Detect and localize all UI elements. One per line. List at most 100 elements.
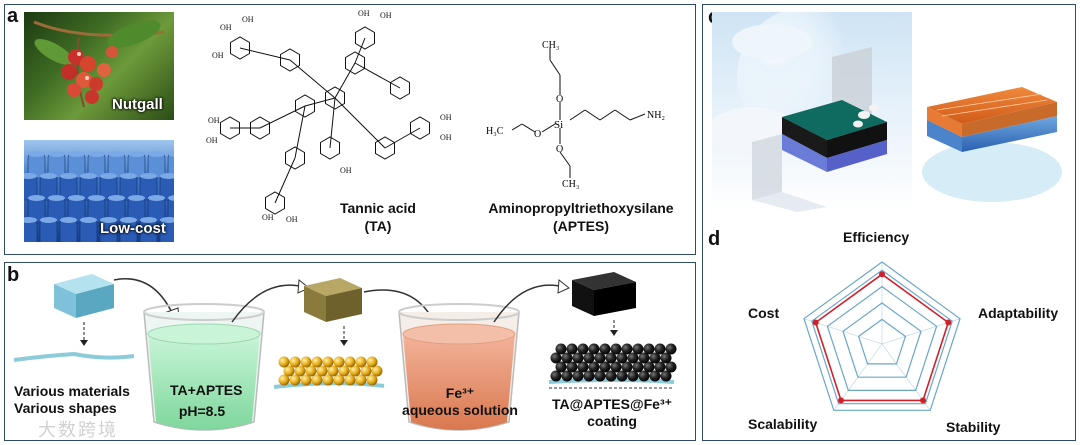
ta-ring xyxy=(295,94,315,118)
panel-d-label: d xyxy=(708,228,721,250)
gold-particle xyxy=(278,356,290,368)
black-particle xyxy=(577,361,589,373)
ta-ring xyxy=(280,48,300,72)
panel-a-label: a xyxy=(7,5,19,27)
black-particle xyxy=(643,361,655,373)
gold-particle xyxy=(327,365,339,377)
aptes-o-bottom: O xyxy=(556,144,563,155)
ta-oh-label: OH xyxy=(212,51,224,60)
barrel xyxy=(39,219,58,242)
radar-label-adaptability: Adaptability xyxy=(978,305,1059,321)
nutgall-photo xyxy=(24,12,174,120)
barrel-top xyxy=(40,173,57,179)
black-particle xyxy=(616,370,628,382)
barrels-photo xyxy=(24,140,174,242)
process-illustration xyxy=(13,272,677,431)
radar-label-stability: Stability xyxy=(946,419,1001,435)
barrel xyxy=(59,219,78,242)
ta-ring xyxy=(345,51,365,75)
beaker-orange xyxy=(398,303,520,431)
watermark: 大数跨境 xyxy=(38,420,118,441)
black-particle xyxy=(605,370,617,382)
ta-bond xyxy=(304,97,336,107)
ta-oh-label: OH xyxy=(220,23,232,32)
gold-particle xyxy=(311,356,323,368)
black-particles xyxy=(550,343,677,382)
radar-series-line xyxy=(814,273,950,402)
radar-grid-ring xyxy=(842,302,922,378)
ta-oh-label: OH xyxy=(286,215,298,224)
black-particle xyxy=(550,352,562,364)
final-line1: TA@APTES@Fe³⁺ xyxy=(552,396,672,412)
radar-chart xyxy=(803,261,961,411)
beaker1-text: TA+APTES pH=8.5 xyxy=(170,382,242,420)
barrel-top xyxy=(168,151,174,157)
black-particle xyxy=(627,370,639,382)
barrel-top xyxy=(120,217,137,223)
gold-particle xyxy=(322,356,334,368)
barrel-top xyxy=(24,173,37,179)
ta-bond xyxy=(289,59,336,99)
radar-label-cost: Cost xyxy=(748,305,780,321)
gold-particle xyxy=(360,365,372,377)
barrel-top xyxy=(24,217,37,223)
barrel-top xyxy=(160,173,174,179)
radar-grid-ring xyxy=(826,285,938,391)
gold-particle xyxy=(294,365,306,377)
barrel-top xyxy=(108,195,125,201)
barrel-top xyxy=(88,195,105,201)
aptes-ch3-top: CH₃ xyxy=(542,40,559,51)
ta-bond xyxy=(334,97,386,149)
black-particle xyxy=(660,370,672,382)
black-particle xyxy=(610,361,622,373)
barrel-top xyxy=(88,151,105,157)
black-particle xyxy=(555,343,567,355)
black-particle xyxy=(566,343,578,355)
tannic-acid-abbr: (TA) xyxy=(364,218,392,234)
various-shapes: Various shapes xyxy=(14,400,117,416)
black-particle xyxy=(654,361,666,373)
radar-grid-ring xyxy=(803,261,961,411)
ta-oh-label: OH xyxy=(208,116,220,125)
gold-particle xyxy=(344,356,356,368)
barrel-top xyxy=(48,195,65,201)
black-particle xyxy=(665,361,677,373)
black-particle xyxy=(643,343,655,355)
ta-bond xyxy=(239,47,291,61)
radar-point xyxy=(920,397,926,404)
panel-b-label: b xyxy=(7,264,20,286)
black-particle xyxy=(566,361,578,373)
radar-grid-ring xyxy=(857,318,907,365)
aptes-name: Aminopropyltriethoxysilane (APTES) xyxy=(476,199,686,235)
tannic-acid-label: Tannic acid xyxy=(340,200,416,216)
beaker1-line2: pH=8.5 xyxy=(178,403,226,419)
ta-ring xyxy=(320,136,340,160)
various-text: Various materials Various shapes xyxy=(14,383,130,417)
barrel-top xyxy=(108,151,125,157)
black-particle xyxy=(649,370,661,382)
black-particle xyxy=(638,352,650,364)
aptes-structure: Si O O O H₃C NH₂ CH₃ CH₃ xyxy=(486,40,665,190)
gold-particle xyxy=(311,374,323,386)
gold-particle xyxy=(300,374,312,386)
black-particle xyxy=(594,370,606,382)
black-particle xyxy=(550,370,562,382)
various-materials: Various materials xyxy=(14,383,130,399)
black-particle xyxy=(654,343,666,355)
gold-particle xyxy=(333,356,345,368)
radar-label-efficiency: Efficiency xyxy=(843,229,910,245)
radar-point xyxy=(838,397,844,404)
barrel-top xyxy=(140,217,157,223)
black-particle xyxy=(621,343,633,355)
ta-bond xyxy=(329,97,336,149)
barrel-top xyxy=(68,151,85,157)
aptes-nh2: NH₂ xyxy=(647,110,665,121)
gold-particle xyxy=(371,365,383,377)
black-particle xyxy=(572,352,584,364)
black-particle xyxy=(555,361,567,373)
aptes-h3c: H₃C xyxy=(486,126,504,137)
ta-bond xyxy=(354,37,366,64)
ta-ring xyxy=(285,146,305,170)
black-particle xyxy=(610,343,622,355)
gold-particle xyxy=(300,356,312,368)
